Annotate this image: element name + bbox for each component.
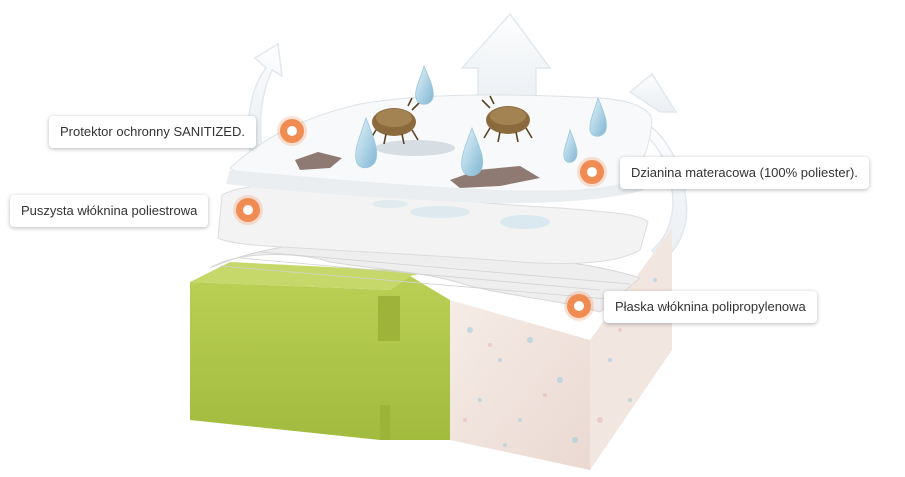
label-knitted-fabric: Dzianina materacowa (100% poliester). — [620, 157, 869, 189]
hotspot-knitted-fabric[interactable] — [580, 160, 604, 184]
protector-fabric-layer — [226, 94, 653, 204]
water-drop-icons — [355, 64, 607, 177]
dust-mite-icon — [369, 97, 421, 145]
label-sanitized-protector: Protektor ochronny SANITIZED. — [49, 116, 256, 148]
label-flat-polypropylene-nonwoven: Płaska włóknina polipropylenowa — [604, 291, 817, 323]
dust-mite-icon — [481, 95, 533, 143]
hotspot-fluffy-polyester-nonwoven[interactable] — [236, 198, 260, 222]
hotspot-flat-polypropylene-nonwoven[interactable] — [567, 294, 591, 318]
green-foam-block — [190, 262, 450, 440]
hotspot-sanitized-protector[interactable] — [280, 119, 304, 143]
label-fluffy-polyester-nonwoven: Puszysta włóknina poliestrowa — [10, 195, 209, 227]
speckled-foam-block — [450, 228, 672, 470]
